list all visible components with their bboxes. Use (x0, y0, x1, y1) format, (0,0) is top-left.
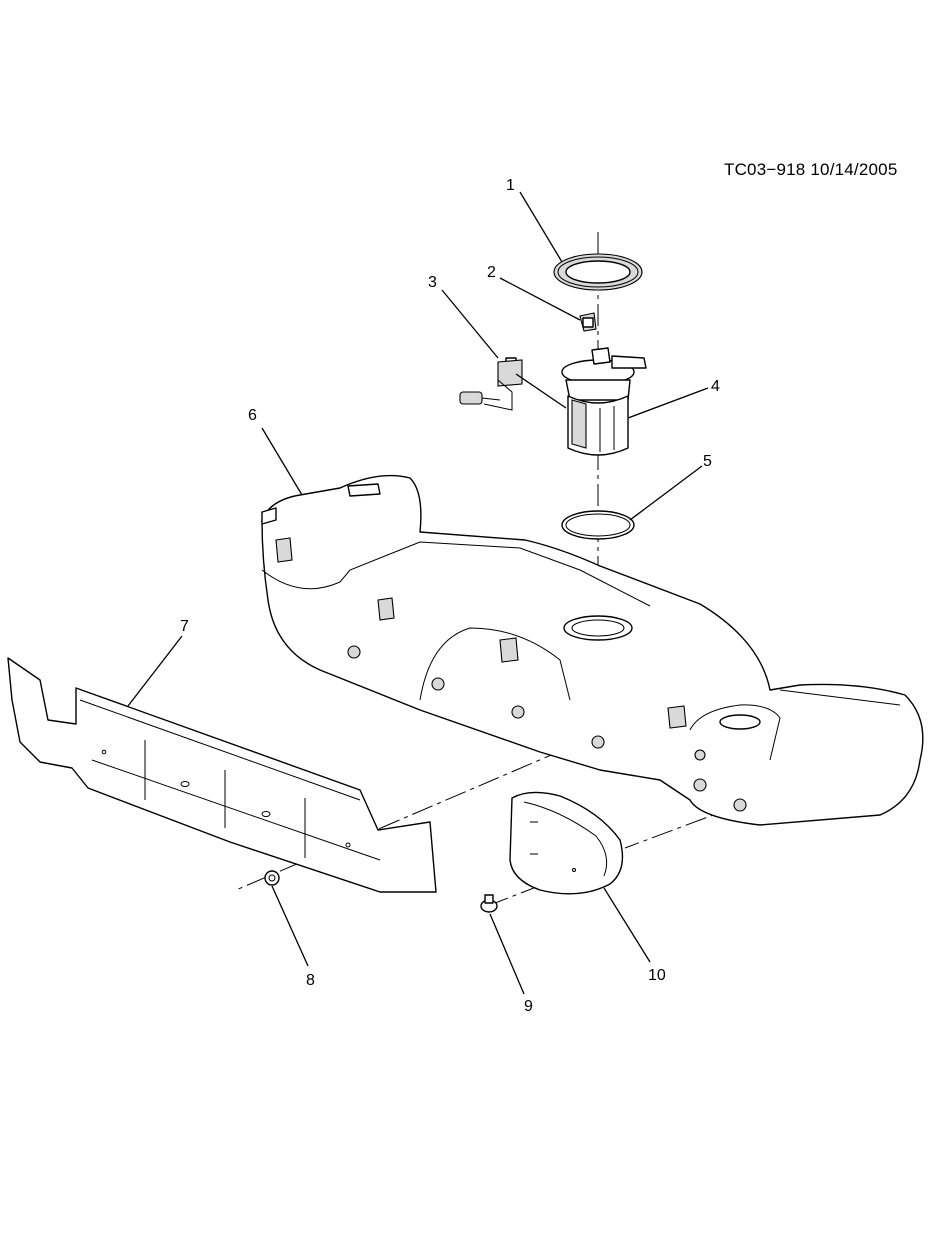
part-seal (561, 510, 635, 540)
callout-5: 5 (703, 453, 712, 470)
callout-3: 3 (428, 274, 437, 291)
part-fuel-pump-module (561, 347, 647, 456)
part-tank-shield (7, 657, 437, 893)
part-fuel-level-sensor (459, 357, 523, 411)
callout-labels: 1 2 3 4 5 6 7 8 9 10 (180, 177, 720, 1015)
callout-4: 4 (711, 378, 720, 395)
part-heat-shield (509, 791, 624, 895)
part-lock-ring (553, 253, 643, 291)
part-nut (264, 870, 280, 886)
callout-leaders (127, 191, 709, 995)
callout-8: 8 (306, 972, 315, 989)
callout-7: 7 (180, 618, 189, 635)
callout-2: 2 (487, 264, 496, 281)
callout-9: 9 (524, 998, 533, 1015)
part-check-valve (579, 312, 597, 332)
diagram-reference-code: TC03−918 10/14/2005 (724, 160, 898, 179)
callout-6: 6 (248, 407, 257, 424)
part-fuel-tank (261, 474, 924, 826)
callout-1: 1 (506, 177, 515, 194)
callout-10: 10 (648, 967, 666, 984)
part-bolt (480, 894, 498, 913)
